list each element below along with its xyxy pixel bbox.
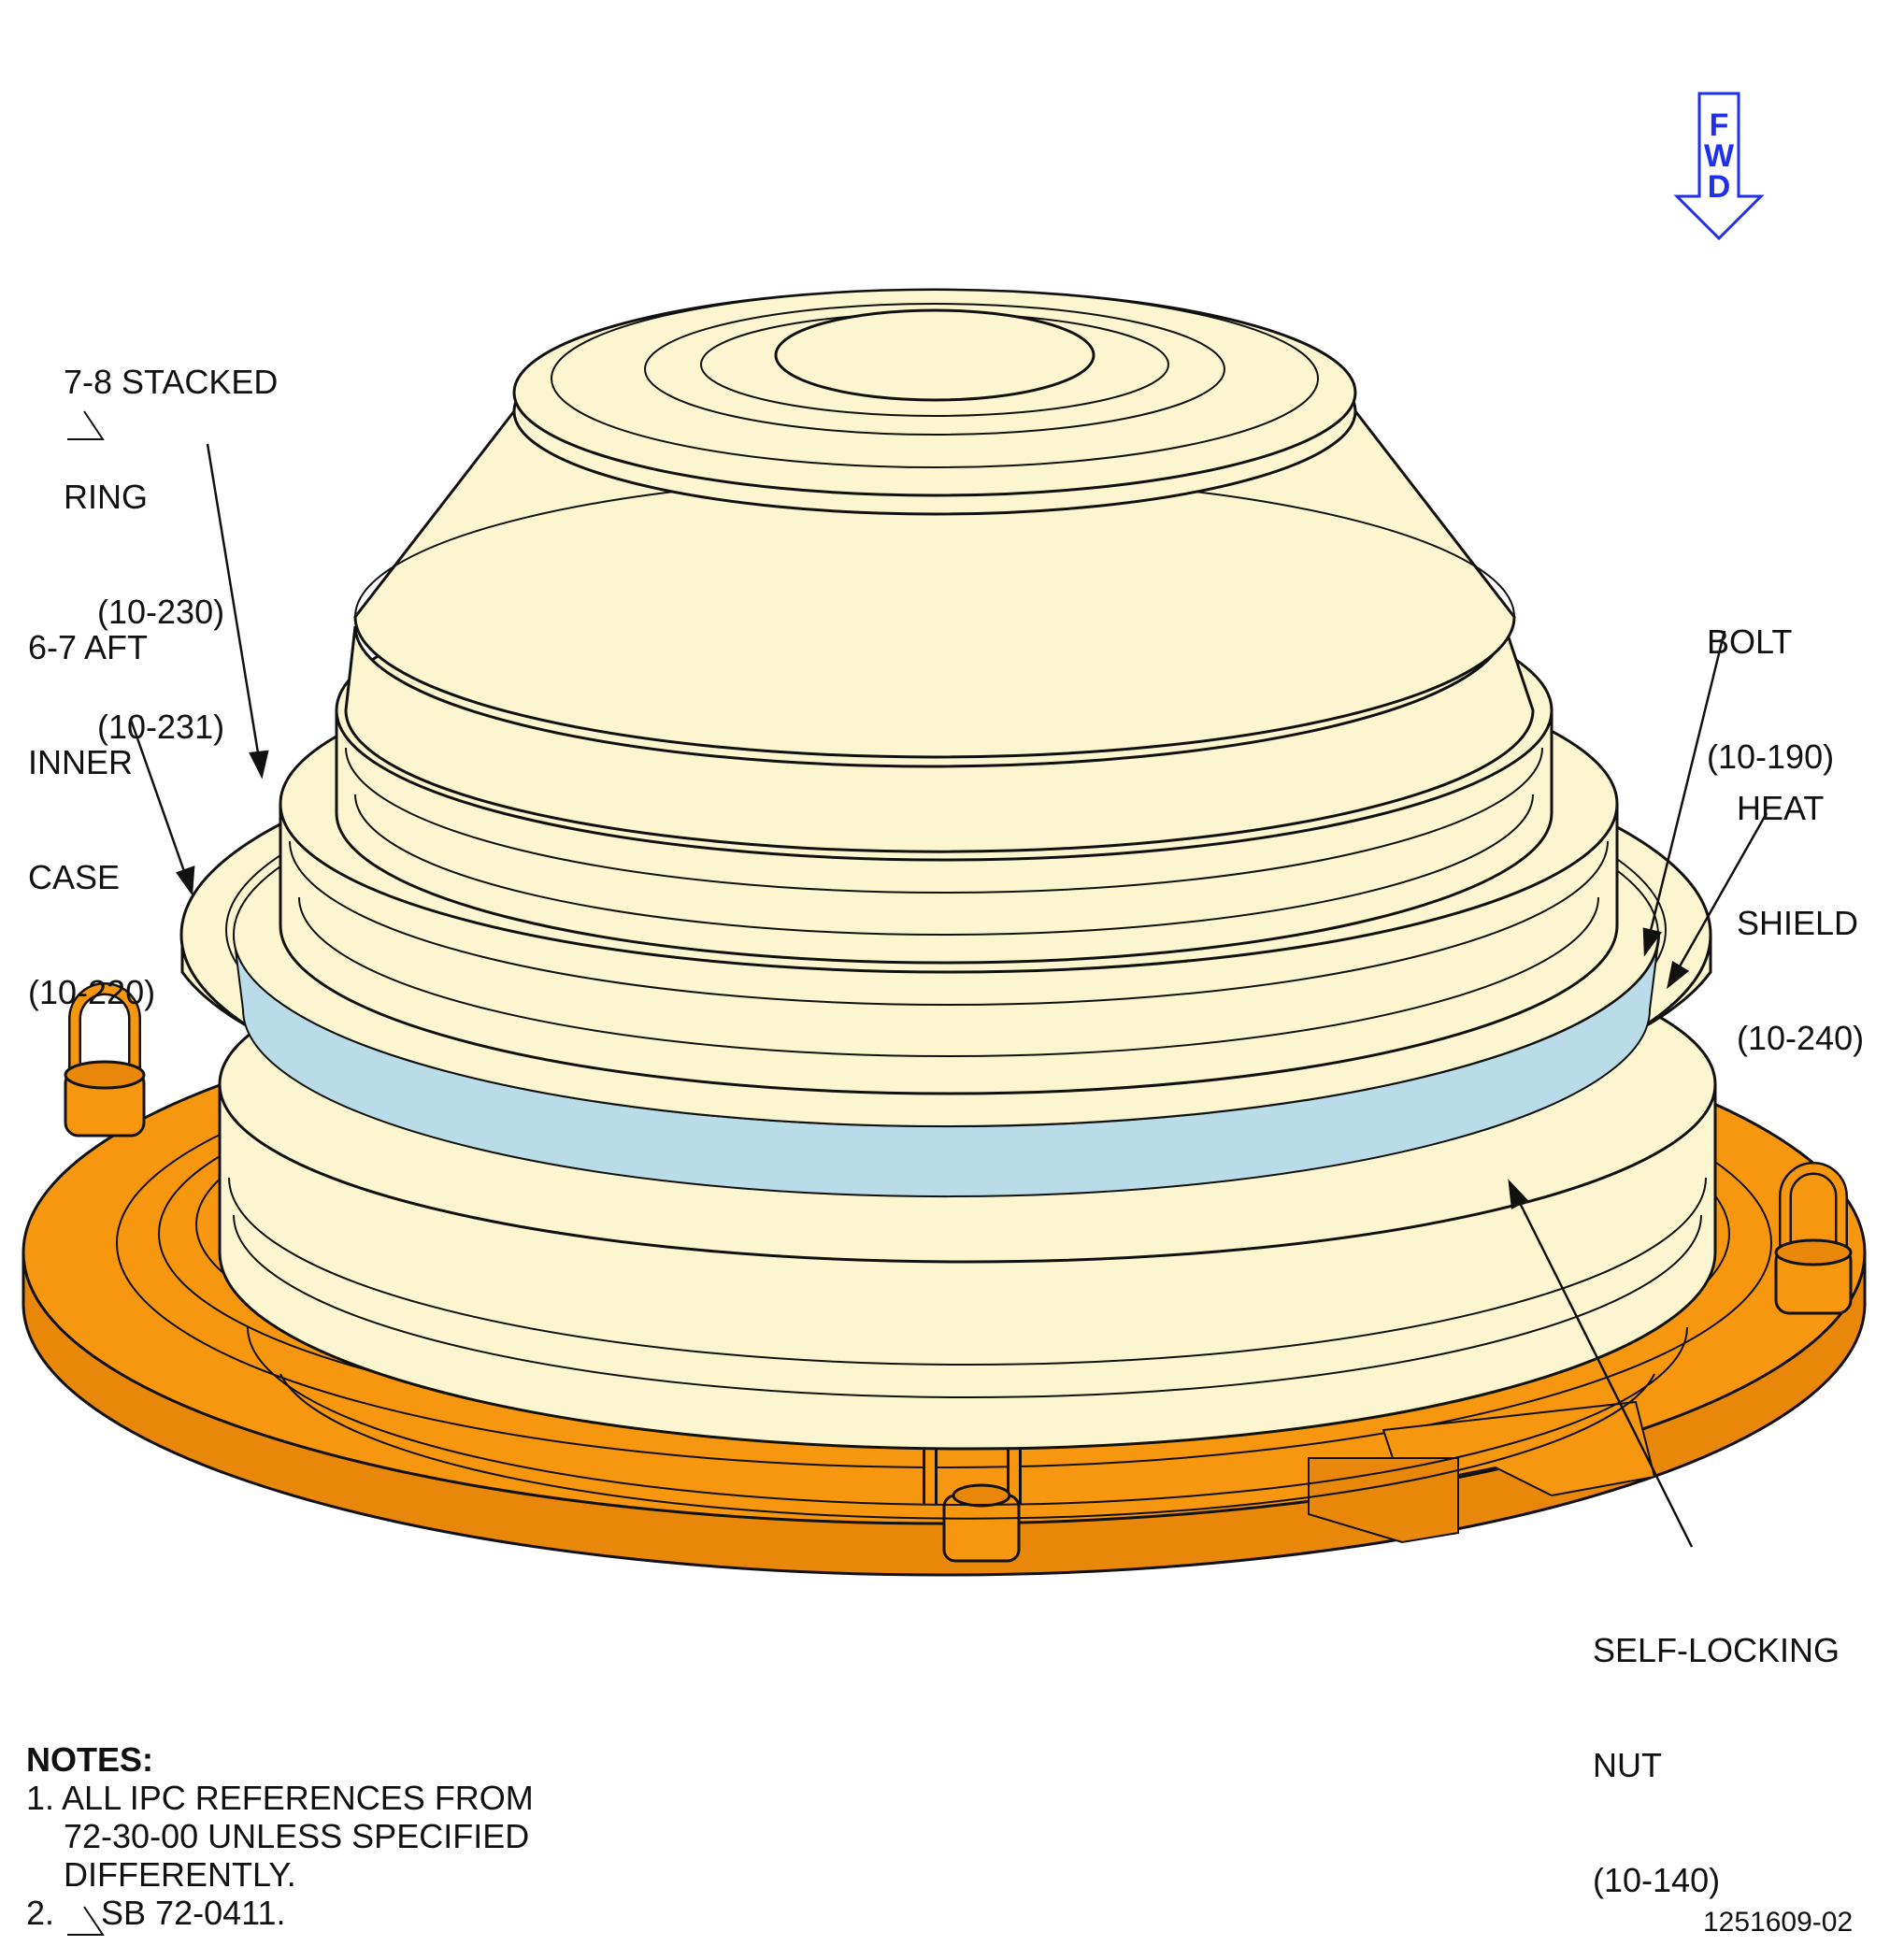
note-1-line-3: DIFFERENTLY. (26, 1855, 296, 1894)
fwd-letter-d: D (1708, 169, 1731, 205)
lifting-eye-right (1774, 1162, 1853, 1315)
notes-block: NOTES: 1. ALL IPC REFERENCES FROM 72-30-… (26, 1740, 534, 1932)
note-1-line-1: 1. ALL IPC REFERENCES FROM (26, 1779, 534, 1817)
fwd-letter-f: F (1710, 107, 1729, 143)
fwd-arrow: F W D (1673, 92, 1765, 241)
fwd-letter-w: W (1704, 138, 1735, 174)
label-stacked-ring: 7-8 STACKED RING (10-230) (10-231) (64, 363, 279, 746)
leader-lines (67, 410, 1768, 1936)
note-1-line-2: 72-30-00 UNLESS SPECIFIED (26, 1817, 530, 1855)
figure-number: 1251609-02 (1703, 1907, 1854, 1938)
notes-title: NOTES: (26, 1740, 154, 1779)
label-heat-shield: HEAT SHIELD (10-240) (1737, 789, 1865, 1057)
stacked-ring-stage (279, 288, 1619, 1095)
label-self-locking-nut: SELF-LOCKING NUT (10-140) (1593, 1631, 1840, 1899)
label-inner-case: 6-7 AFT INNER CASE (10-220) (28, 628, 156, 1011)
note-2: 2. SB 72-0411. (26, 1894, 286, 1932)
lifting-eye-left (64, 982, 146, 1137)
label-bolt: BOLT (10-190) (1707, 622, 1835, 776)
